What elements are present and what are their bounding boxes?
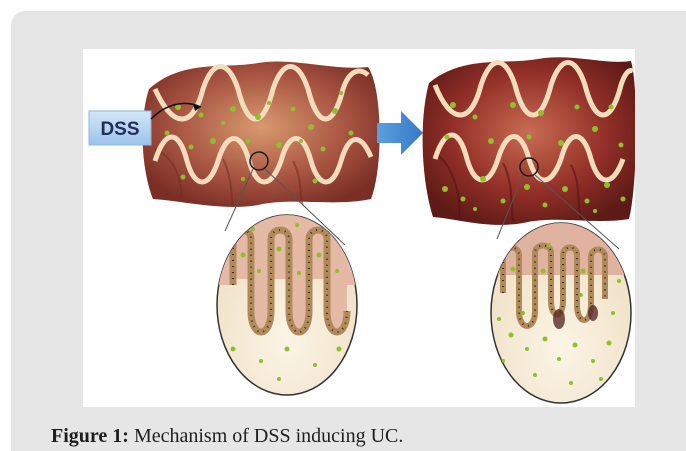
figure-caption: Figure 1: Mechanism of DSS inducing UC. xyxy=(51,425,403,448)
inflamed-epithelium-magnified xyxy=(487,219,635,403)
healthy-epithelium-magnified xyxy=(213,209,363,395)
progression-arrow xyxy=(377,111,423,155)
caption-text: Mechanism of DSS inducing UC. xyxy=(129,425,403,447)
healthy-colon-illustration xyxy=(143,61,380,245)
inflamed-colon-illustration xyxy=(423,57,635,249)
figure-card: DSS xyxy=(11,11,686,451)
svg-text:DSS: DSS xyxy=(100,119,139,140)
figure-image: DSS xyxy=(83,49,635,407)
caption-label: Figure 1: xyxy=(51,425,129,447)
